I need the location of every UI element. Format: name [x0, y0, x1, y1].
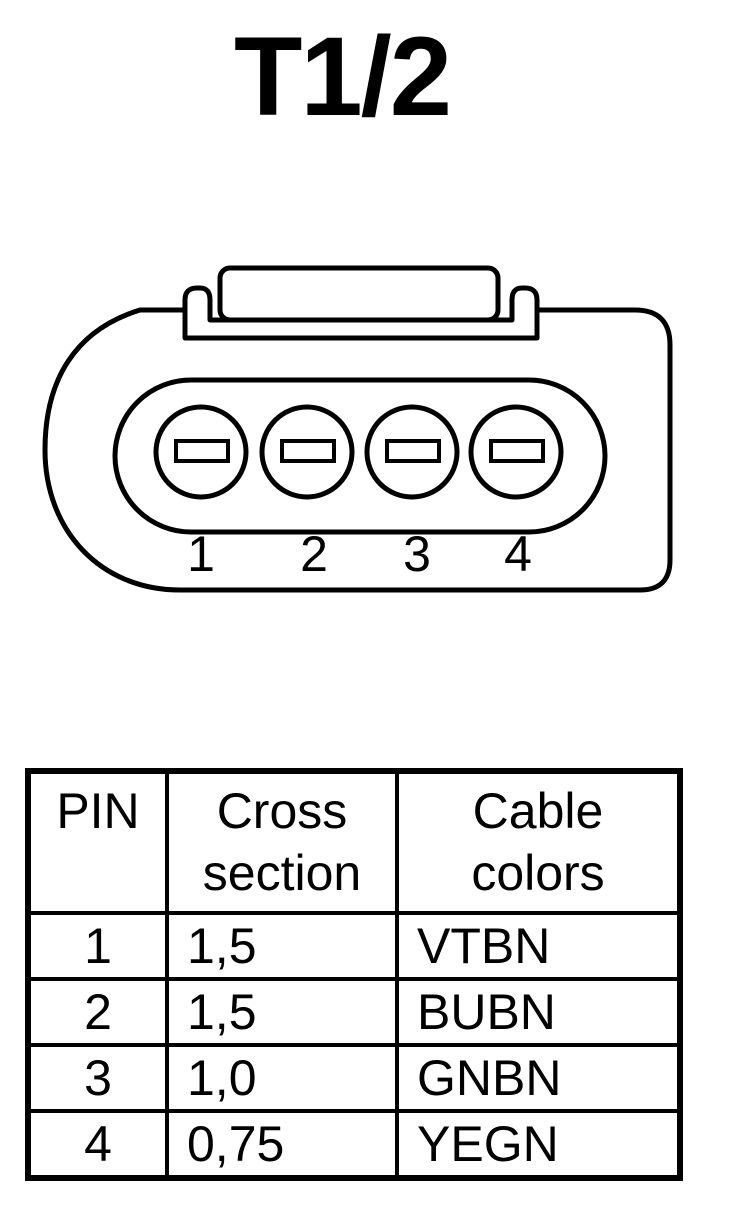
- header-pin: PIN: [26, 769, 169, 915]
- row-cable-color: VTBN: [395, 911, 682, 981]
- header-cable-colors-line-2: colors: [471, 845, 605, 901]
- pin-cavity: [112, 377, 608, 535]
- row-cross-section: 0,75: [165, 1109, 399, 1180]
- row-cable-color: YEGN: [395, 1109, 682, 1180]
- connector-housing: [42, 307, 673, 593]
- pin-3-terminal: [364, 404, 460, 500]
- table-header-row: PIN Cross section Cable colors: [26, 769, 682, 915]
- table-row: 3 1,0 GNBN: [26, 1043, 682, 1113]
- table-row: 4 0,75 YEGN: [26, 1109, 682, 1180]
- pin-number-1: 1: [187, 526, 215, 582]
- row-pin: 1: [26, 911, 169, 981]
- row-cross-section: 1,5: [165, 911, 399, 981]
- row-cross-section: 1,0: [165, 1043, 399, 1113]
- header-cross-section-line-2: section: [202, 845, 362, 901]
- row-pin: 2: [26, 977, 169, 1047]
- header-cable-colors-line-1: Cable: [472, 783, 604, 839]
- pin-2-terminal: [259, 404, 355, 500]
- row-pin: 4: [26, 1109, 169, 1180]
- latch-base: [182, 285, 540, 341]
- pin-number-2: 2: [300, 526, 328, 582]
- header-cross-section-line-1: Cross: [216, 783, 348, 839]
- connector-diagram: 1 2 3 4: [42, 265, 673, 593]
- row-cable-color: GNBN: [395, 1043, 682, 1113]
- pin-4-terminal: [468, 404, 564, 500]
- connector-title: T1/2: [233, 14, 452, 139]
- table-row: 1 1,5 VTBN: [26, 911, 682, 981]
- table-row: 2 1,5 BUBN: [26, 977, 682, 1047]
- row-pin: 3: [26, 1043, 169, 1113]
- header-cable-colors: Cable colors: [395, 769, 682, 915]
- row-cross-section: 1,5: [165, 977, 399, 1047]
- pin-number-4: 4: [504, 526, 532, 582]
- pin-table: PIN Cross section Cable colors 1 1,5 VTB…: [25, 768, 683, 1181]
- header-cross-section: Cross section: [165, 769, 399, 915]
- pin-1-terminal: [153, 404, 249, 500]
- pin-number-3: 3: [403, 526, 431, 582]
- latch-tab: [217, 265, 501, 323]
- row-cable-color: BUBN: [395, 977, 682, 1047]
